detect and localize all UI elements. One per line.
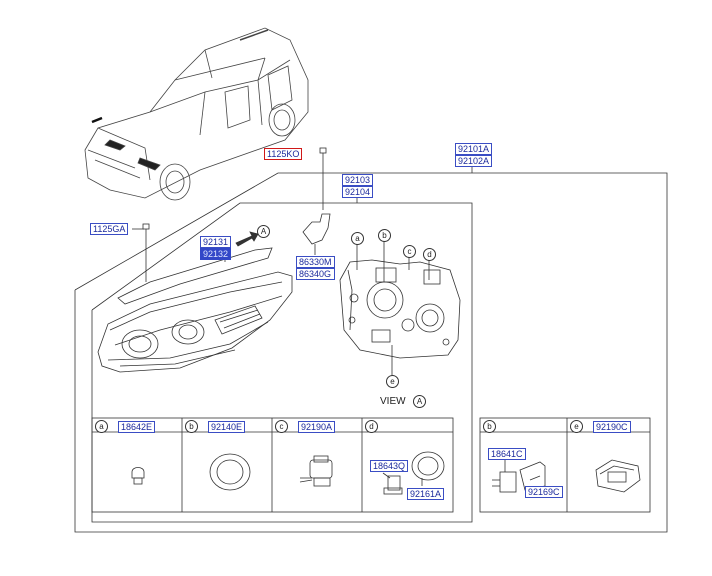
part-label-group-92131: 92131 92132 <box>200 236 232 260</box>
vehicle-illustration <box>84 27 309 201</box>
view-marker-a-top: A <box>257 225 270 238</box>
parts-table-right <box>479 417 651 513</box>
part-label-86330M[interactable]: 86330M <box>296 256 335 268</box>
clip-92169C <box>519 461 546 491</box>
part-label-92190A[interactable]: 92190A <box>298 420 336 433</box>
callout-e: e <box>386 375 399 388</box>
headlamp-rear-view <box>339 259 461 359</box>
part-label-18641C[interactable]: 18641C <box>488 448 526 460</box>
table-marker-a: a <box>95 420 108 433</box>
table-cell-d-header: d <box>365 420 378 433</box>
part-label-92161A[interactable]: 92161A <box>407 488 445 500</box>
table-marker-d: d <box>365 420 378 433</box>
bulb-18641C <box>492 460 517 493</box>
bracket-86330M <box>302 213 331 255</box>
callout-c: c <box>403 245 416 258</box>
table-cell-c-header: c 92190A <box>275 420 336 433</box>
part-label-92190C[interactable]: 92190C <box>593 420 631 433</box>
callout-a: a <box>351 232 364 245</box>
garnish-strip-92131 <box>117 247 273 305</box>
part-label-1125GA[interactable]: 1125GA <box>90 223 129 235</box>
bulb-18643Q <box>382 472 403 495</box>
part-label-group-86330M: 86330M 86340G <box>296 256 335 280</box>
table-cell-b-header: b 92140E <box>185 420 246 433</box>
table-marker-b: b <box>185 420 198 433</box>
table-marker-c: c <box>275 420 288 433</box>
seal-ring-92140E <box>209 453 251 491</box>
part-label-18642E[interactable]: 18642E <box>118 420 156 433</box>
part-label-92104[interactable]: 92104 <box>342 186 374 198</box>
bulb-18642E <box>131 467 145 485</box>
table-cell-e-header: e 92190C <box>570 420 631 433</box>
part-label-92132[interactable]: 92132 <box>200 248 232 260</box>
cap-92161A <box>411 451 445 486</box>
parts-table-left <box>91 417 454 513</box>
part-label-1125KO[interactable]: 1125KO <box>264 148 303 160</box>
part-label-group-92101A: 92101A 92102A <box>455 143 493 167</box>
part-label-86340G[interactable]: 86340G <box>296 268 335 280</box>
screw-1125GA <box>132 223 150 282</box>
table-marker-e: e <box>570 420 583 433</box>
view-caption: VIEW <box>380 396 406 407</box>
view-arrow <box>235 231 259 247</box>
part-label-18643Q[interactable]: 18643Q <box>370 460 409 472</box>
part-label-group-92103: 92103 92104 <box>342 174 374 198</box>
screw-1125KO <box>319 147 327 210</box>
table-cell-a-header: a 18642E <box>95 420 156 433</box>
part-label-92103[interactable]: 92103 <box>342 174 374 186</box>
table-cell-b2-header: b <box>483 420 496 433</box>
callout-b: b <box>378 229 391 242</box>
part-label-92102A[interactable]: 92102A <box>455 155 493 167</box>
part-label-92169C[interactable]: 92169C <box>525 486 563 498</box>
view-marker-a: A <box>413 395 426 408</box>
part-label-92131[interactable]: 92131 <box>200 236 232 248</box>
assembly-frame-outer <box>74 172 668 533</box>
ballast-92190C <box>595 459 641 493</box>
actuator-92190A <box>299 455 333 487</box>
part-label-92101A[interactable]: 92101A <box>455 143 493 155</box>
part-label-92140E[interactable]: 92140E <box>208 420 246 433</box>
table-marker-b2: b <box>483 420 496 433</box>
callout-d: d <box>423 248 436 261</box>
headlamp-front <box>97 271 293 373</box>
